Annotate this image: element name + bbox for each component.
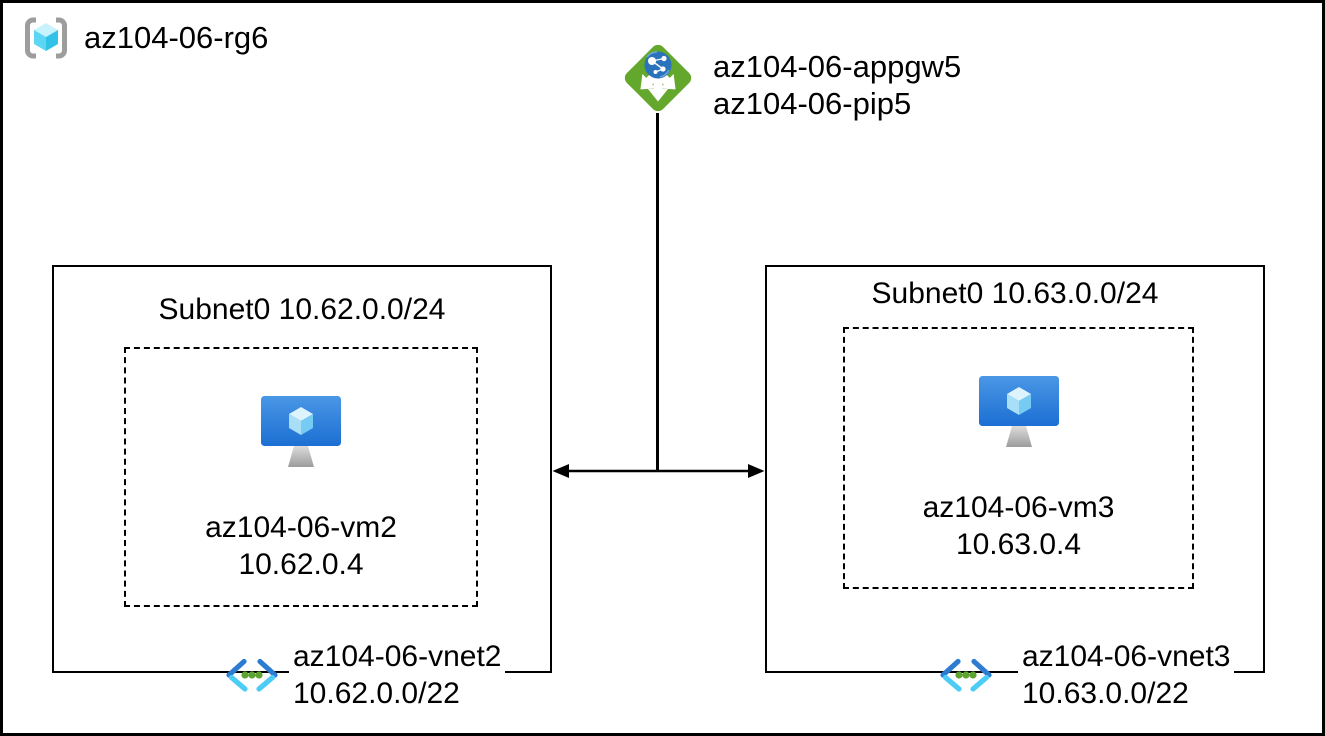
vnet-peering-arrow: [552, 464, 765, 478]
vnet-name: az104-06-vnet2: [289, 638, 506, 675]
vm-ip: 10.63.0.4: [955, 528, 1082, 561]
subnet-label: Subnet0 10.62.0.0/24: [158, 293, 446, 326]
subnet-label: Subnet0 10.63.0.0/24: [871, 277, 1159, 310]
vnet-address-space: 10.63.0.0/22: [1018, 675, 1235, 712]
vnet-footer: az104-06-vnet3 10.63.0.0/22: [1018, 638, 1235, 712]
public-ip-name: az104-06-pip5: [713, 86, 912, 121]
vm-ip: 10.62.0.4: [238, 548, 364, 581]
virtual-network-icon: [226, 658, 278, 692]
vm-name: az104-06-vm2: [205, 511, 397, 544]
vm-name: az104-06-vm3: [922, 491, 1115, 524]
vm-info: az104-06-vm2 10.62.0.4: [126, 509, 476, 583]
subnet-boundary: az104-06-vm2 10.62.0.4: [124, 347, 478, 607]
virtual-machine-icon: [261, 396, 341, 467]
application-gateway-icon: [624, 44, 692, 112]
app-gateway-labels: az104-06-appgw5 az104-06-pip5: [713, 48, 961, 122]
resource-group-icon: [25, 17, 67, 59]
vnet-box-vnet3: Subnet0 10.63.0.0/24 az104-06-vm3 10.63.…: [765, 265, 1265, 673]
app-gateway-name: az104-06-appgw5: [713, 49, 962, 84]
vm-info: az104-06-vm3 10.63.0.4: [845, 489, 1192, 563]
resource-group-label: az104-06-rg6: [84, 20, 269, 55]
virtual-network-icon: [940, 658, 992, 692]
vnet-footer: az104-06-vnet2 10.62.0.0/22: [289, 638, 506, 712]
vnet-address-space: 10.62.0.0/22: [289, 675, 506, 712]
subnet-boundary: az104-06-vm3 10.63.0.4: [843, 327, 1194, 589]
resource-group-header: az104-06-rg6: [23, 16, 268, 60]
vnet-name: az104-06-vnet3: [1018, 638, 1235, 675]
appgw-connector-line: [656, 113, 659, 472]
virtual-machine-icon: [978, 376, 1059, 447]
vnet-box-vnet2: Subnet0 10.62.0.0/24 az104-06-vm2: [52, 265, 552, 673]
